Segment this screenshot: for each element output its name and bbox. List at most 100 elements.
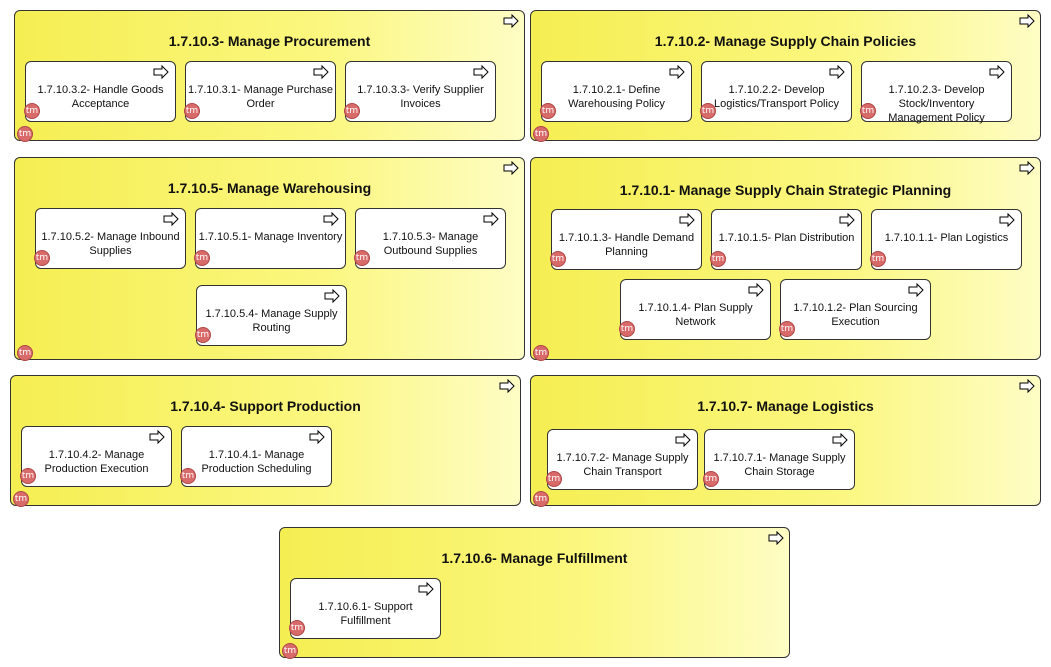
arrow-icon	[153, 65, 169, 79]
arrow-icon	[748, 283, 764, 297]
arrow-icon	[1019, 379, 1035, 393]
arrow-icon	[1019, 14, 1035, 28]
card-manage-production-scheduling[interactable]: 1.7.10.4.1- Manage Production Scheduling…	[180, 426, 332, 487]
arrow-icon	[324, 289, 340, 303]
tm-badge-icon: tm	[17, 126, 33, 142]
arrow-icon	[309, 430, 325, 444]
group-strategic-planning[interactable]: 1.7.10.1- Manage Supply Chain Strategic …	[530, 157, 1041, 361]
tm-badge-icon: tm	[354, 250, 370, 266]
tm-badge-icon: tm	[17, 345, 33, 361]
arrow-icon	[669, 65, 685, 79]
card-define-warehousing-policy[interactable]: 1.7.10.2.1- Define Warehousing Policy tm	[540, 61, 692, 122]
card-plan-logistics[interactable]: 1.7.10.1.1- Plan Logistics tm	[870, 209, 1022, 270]
arrow-icon	[832, 433, 848, 447]
arrow-icon	[503, 14, 519, 28]
card-manage-supply-routing[interactable]: 1.7.10.5.4- Manage Supply Routing tm	[195, 285, 347, 346]
arrow-icon	[499, 379, 515, 393]
group-manage-fulfillment[interactable]: 1.7.10.6- Manage Fulfillment tm 1.7.10.6…	[279, 527, 790, 659]
arrow-icon	[418, 582, 434, 596]
card-label: 1.7.10.5.2- Manage Inbound Supplies	[41, 231, 180, 257]
card-develop-stock-inventory-policy[interactable]: 1.7.10.2.3- Develop Stock/Inventory Mana…	[860, 61, 1012, 124]
arrow-icon	[768, 531, 784, 545]
card-label: 1.7.10.1.1- Plan Logistics	[884, 232, 1009, 244]
card-label: 1.7.10.5.4- Manage Supply Routing	[205, 308, 338, 334]
card-label: 1.7.10.4.1- Manage Production Scheduling	[201, 449, 312, 475]
tm-badge-icon: tm	[860, 103, 876, 119]
tm-badge-icon: tm	[282, 643, 298, 659]
group-support-production[interactable]: 1.7.10.4- Support Production tm 1.7.10.4…	[10, 375, 521, 507]
tm-badge-icon: tm	[533, 491, 549, 507]
tm-badge-icon: tm	[344, 103, 360, 119]
arrow-icon	[149, 430, 165, 444]
group-manage-warehousing[interactable]: 1.7.10.5- Manage Warehousing tm 1.7.10.5…	[14, 157, 525, 361]
card-manage-production-execution[interactable]: 1.7.10.4.2- Manage Production Execution …	[20, 426, 172, 487]
arrow-icon	[675, 433, 691, 447]
group-title: 1.7.10.2- Manage Supply Chain Policies	[654, 33, 917, 49]
card-label: 1.7.10.3.3- Verify Supplier Invoices	[357, 84, 484, 110]
card-label: 1.7.10.1.5- Plan Distribution	[718, 232, 855, 244]
arrow-icon	[908, 283, 924, 297]
card-manage-supply-chain-transport[interactable]: 1.7.10.7.2- Manage Supply Chain Transpor…	[546, 429, 698, 490]
card-label: 1.7.10.1.2- Plan Sourcing Execution	[793, 302, 918, 328]
group-manage-procurement[interactable]: 1.7.10.3- Manage Procurement tm 1.7.10.3…	[14, 10, 525, 142]
tm-badge-icon: tm	[34, 250, 50, 266]
card-label: 1.7.10.7.1- Manage Supply Chain Storage	[713, 452, 846, 478]
tm-badge-icon: tm	[533, 126, 549, 142]
arrow-icon	[1019, 161, 1035, 175]
arrow-icon	[503, 161, 519, 175]
group-title: 1.7.10.1- Manage Supply Chain Strategic …	[619, 182, 952, 198]
tm-badge-icon: tm	[703, 471, 719, 487]
card-label: 1.7.10.3.1- Manage Purchase Order	[188, 84, 333, 110]
tm-badge-icon: tm	[20, 468, 36, 484]
group-title: 1.7.10.6- Manage Fulfillment	[441, 550, 628, 566]
tm-badge-icon: tm	[180, 468, 196, 484]
card-label: 1.7.10.1.4- Plan Supply Network	[638, 302, 753, 328]
tm-badge-icon: tm	[184, 103, 200, 119]
card-label: 1.7.10.2.1- Define Warehousing Policy	[568, 84, 665, 110]
card-verify-supplier-invoices[interactable]: 1.7.10.3.3- Verify Supplier Invoices tm	[344, 61, 496, 122]
card-manage-supply-chain-storage[interactable]: 1.7.10.7.1- Manage Supply Chain Storage …	[703, 429, 855, 490]
card-label: 1.7.10.5.3- Manage Outbound Supplies	[382, 231, 479, 257]
group-manage-logistics[interactable]: 1.7.10.7- Manage Logistics tm 1.7.10.7.2…	[530, 375, 1041, 507]
card-label: 1.7.10.7.2- Manage Supply Chain Transpor…	[556, 452, 689, 478]
group-title: 1.7.10.7- Manage Logistics	[697, 398, 874, 414]
tm-badge-icon: tm	[533, 345, 549, 361]
tm-badge-icon: tm	[700, 103, 716, 119]
card-handle-goods-acceptance[interactable]: 1.7.10.3.2- Handle Goods Acceptance tm	[24, 61, 176, 122]
arrow-icon	[313, 65, 329, 79]
group-manage-supply-chain-policies[interactable]: 1.7.10.2- Manage Supply Chain Policies t…	[530, 10, 1041, 142]
arrow-icon	[473, 65, 489, 79]
tm-badge-icon: tm	[194, 250, 210, 266]
tm-badge-icon: tm	[710, 251, 726, 267]
arrow-icon	[323, 212, 339, 226]
card-handle-demand-planning[interactable]: 1.7.10.1.3- Handle Demand Planning tm	[550, 209, 702, 270]
card-label: 1.7.10.6.1- Support Fulfillment	[318, 601, 413, 627]
card-manage-inventory[interactable]: 1.7.10.5.1- Manage Inventory tm	[194, 208, 346, 269]
card-plan-sourcing-execution[interactable]: 1.7.10.1.2- Plan Sourcing Execution tm	[779, 279, 931, 340]
arrow-icon	[163, 212, 179, 226]
card-label: 1.7.10.2.3- Develop Stock/Inventory Mana…	[888, 84, 985, 124]
card-plan-distribution[interactable]: 1.7.10.1.5- Plan Distribution tm	[710, 209, 862, 270]
card-label: 1.7.10.1.3- Handle Demand Planning	[558, 232, 695, 258]
tm-badge-icon: tm	[546, 471, 562, 487]
group-title: 1.7.10.4- Support Production	[170, 398, 361, 414]
tm-badge-icon: tm	[540, 103, 556, 119]
card-develop-logistics-transport-policy[interactable]: 1.7.10.2.2- Develop Logistics/Transport …	[700, 61, 852, 122]
card-plan-supply-network[interactable]: 1.7.10.1.4- Plan Supply Network tm	[619, 279, 771, 340]
arrow-icon	[839, 213, 855, 227]
group-title: 1.7.10.5- Manage Warehousing	[167, 180, 372, 196]
card-support-fulfillment[interactable]: 1.7.10.6.1- Support Fulfillment tm	[289, 578, 441, 639]
card-label: 1.7.10.3.2- Handle Goods Acceptance	[37, 84, 164, 110]
card-manage-inbound-supplies[interactable]: 1.7.10.5.2- Manage Inbound Supplies tm	[34, 208, 186, 269]
tm-badge-icon: tm	[779, 321, 795, 337]
arrow-icon	[999, 213, 1015, 227]
arrow-icon	[989, 65, 1005, 79]
arrow-icon	[829, 65, 845, 79]
card-manage-outbound-supplies[interactable]: 1.7.10.5.3- Manage Outbound Supplies tm	[354, 208, 506, 269]
tm-badge-icon: tm	[24, 103, 40, 119]
tm-badge-icon: tm	[289, 620, 305, 636]
card-label: 1.7.10.5.1- Manage Inventory	[198, 231, 343, 243]
arrow-icon	[483, 212, 499, 226]
card-manage-purchase-order[interactable]: 1.7.10.3.1- Manage Purchase Order tm	[184, 61, 336, 122]
tm-badge-icon: tm	[13, 491, 29, 507]
